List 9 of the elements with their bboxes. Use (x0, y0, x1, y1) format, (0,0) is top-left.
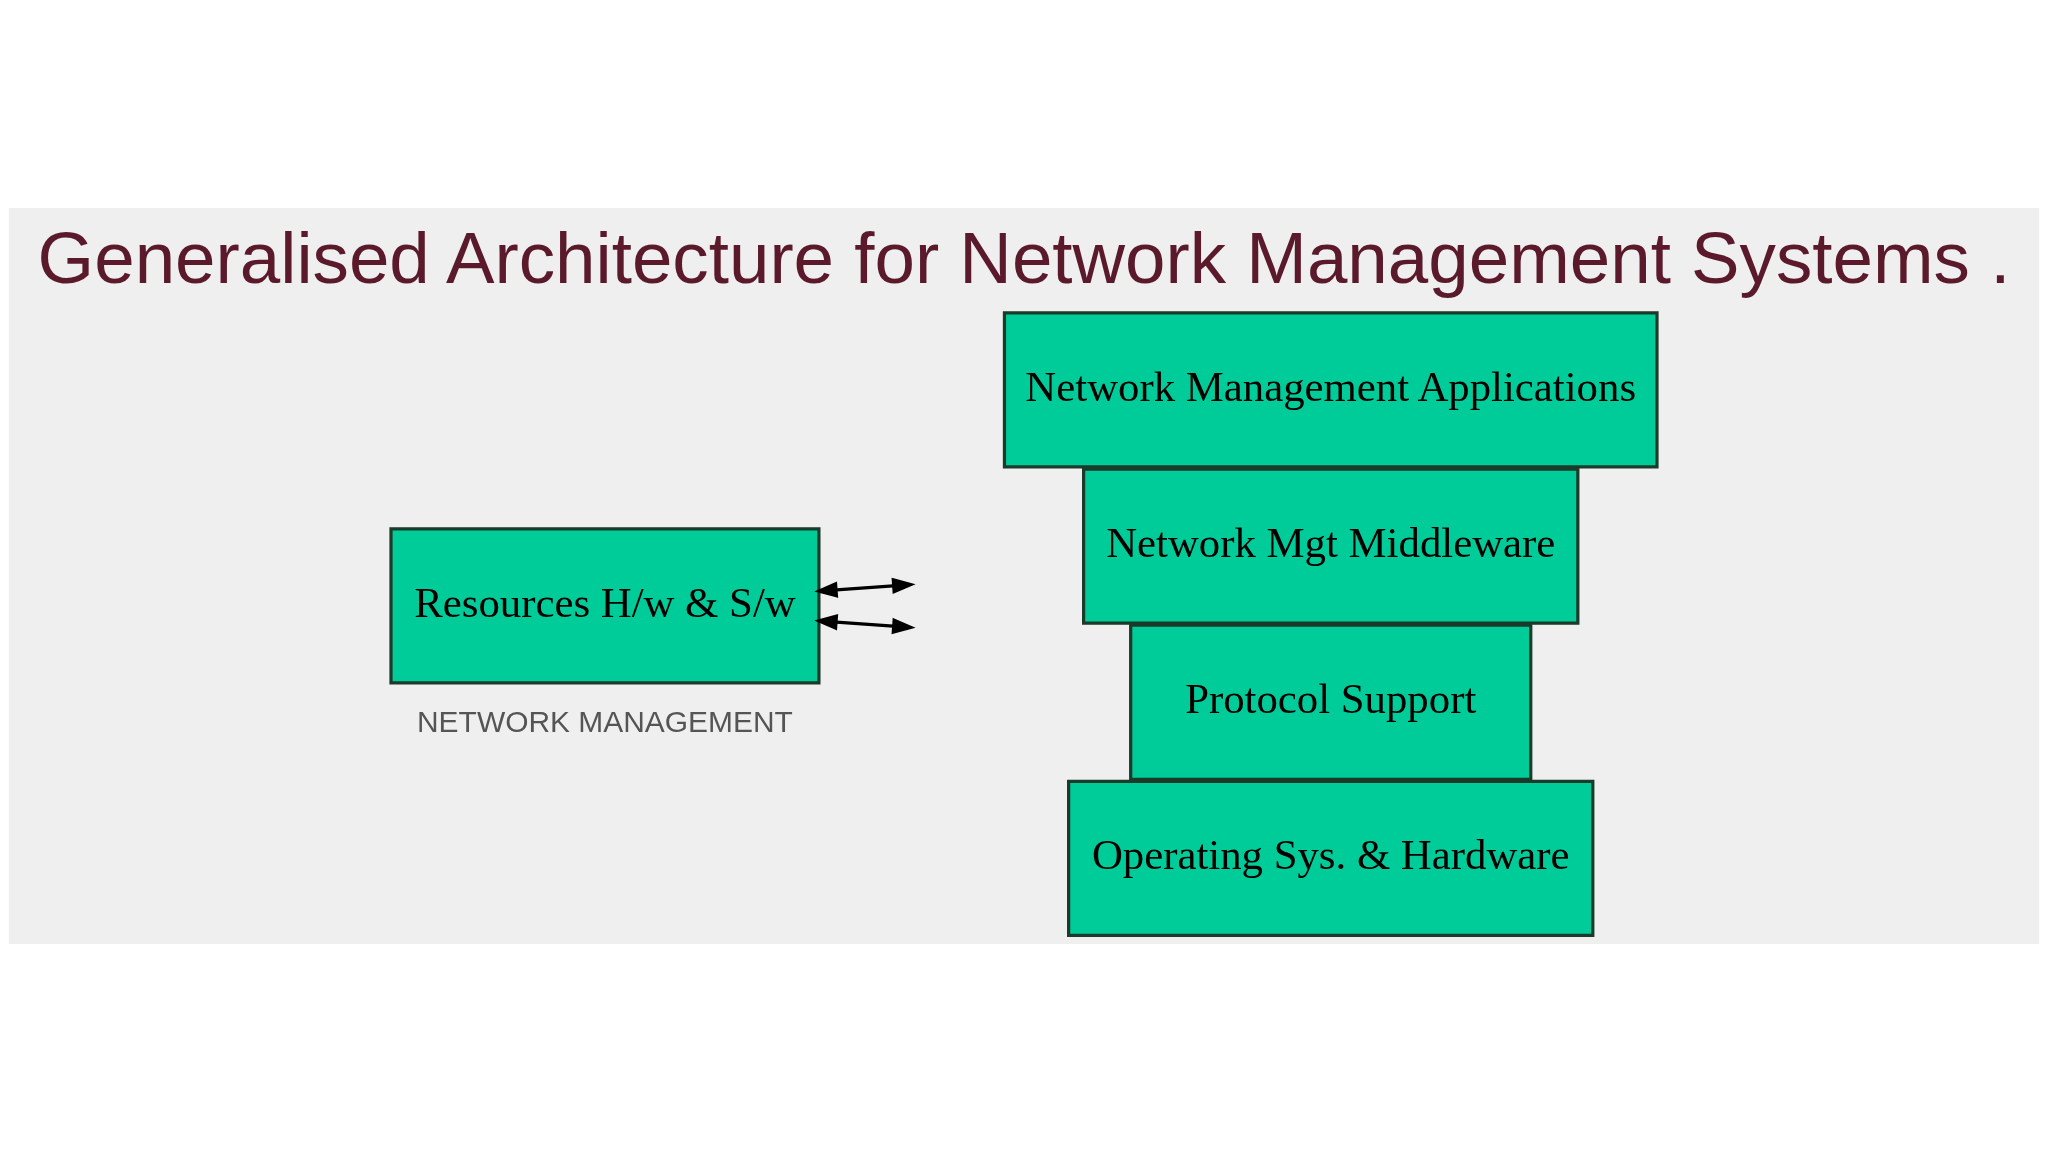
node-box: Protocol Support (1129, 623, 1533, 781)
arrow (814, 613, 916, 635)
node-box: Resources H/w & S/w (389, 527, 821, 685)
arrow (814, 577, 916, 598)
diagram-title: Generalised Architecture for Network Management Systems . (37, 217, 2011, 299)
node-box: Network Mgt Middleware (1082, 467, 1580, 625)
label: NETWORK MANAGEMENT (417, 704, 793, 738)
node-box: Network Management Applications (1002, 311, 1659, 469)
node-box: Operating Sys. & Hardware (1067, 779, 1595, 938)
